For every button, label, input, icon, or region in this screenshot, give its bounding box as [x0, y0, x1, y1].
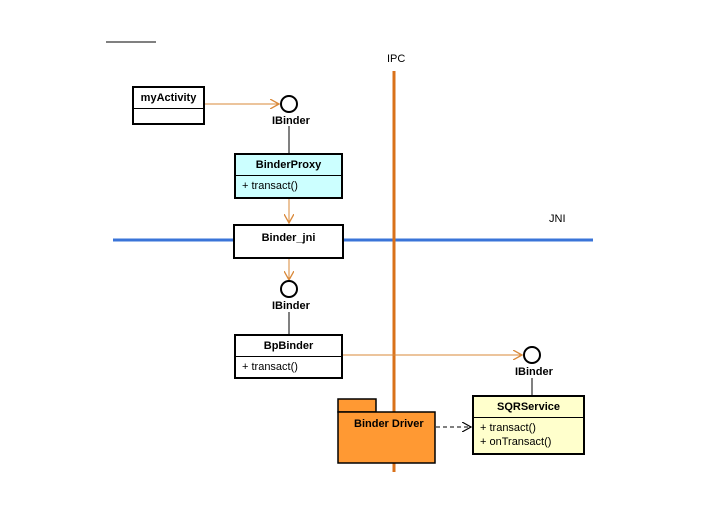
ibinder-interface-circle-3 [523, 346, 541, 364]
ibinder-interface-circle-1 [280, 95, 298, 113]
bp-binder-op: + transact() [242, 361, 298, 373]
bp-binder-title: BpBinder [236, 336, 341, 357]
ipc-label: IPC [387, 53, 406, 65]
sqr-service-class[interactable]: SQRService + transact() + onTransact() [472, 395, 585, 455]
binder-jni-class[interactable]: Binder_jni [233, 224, 344, 259]
my-activity-title: myActivity [134, 88, 203, 109]
sqr-service-op-transact: + transact() [480, 422, 536, 434]
binder-proxy-class[interactable]: BinderProxy + transact() [234, 153, 343, 199]
ibinder-label-3: IBinder [515, 366, 553, 378]
sqr-service-op-ontransact: + onTransact() [480, 436, 552, 448]
binder-driver-tab [337, 398, 377, 413]
binder-proxy-op: + transact() [242, 180, 298, 192]
jni-label: JNI [549, 213, 566, 225]
my-activity-class[interactable]: myActivity [132, 86, 205, 125]
sqr-service-title: SQRService [474, 397, 583, 418]
ibinder-label-2: IBinder [272, 300, 310, 312]
sqr-service-ops: + transact() + onTransact() [474, 418, 583, 449]
bp-binder-ops: + transact() [236, 357, 341, 374]
binder-driver-body [337, 411, 436, 464]
ibinder-interface-circle-2 [280, 280, 298, 298]
binder-jni-title: Binder_jni [261, 232, 316, 244]
bp-binder-class[interactable]: BpBinder + transact() [234, 334, 343, 379]
binder-proxy-title: BinderProxy [236, 155, 341, 176]
ibinder-label-1: IBinder [272, 115, 310, 127]
binder-driver-label[interactable]: Binder Driver [354, 418, 424, 430]
binder-proxy-ops: + transact() [236, 176, 341, 193]
